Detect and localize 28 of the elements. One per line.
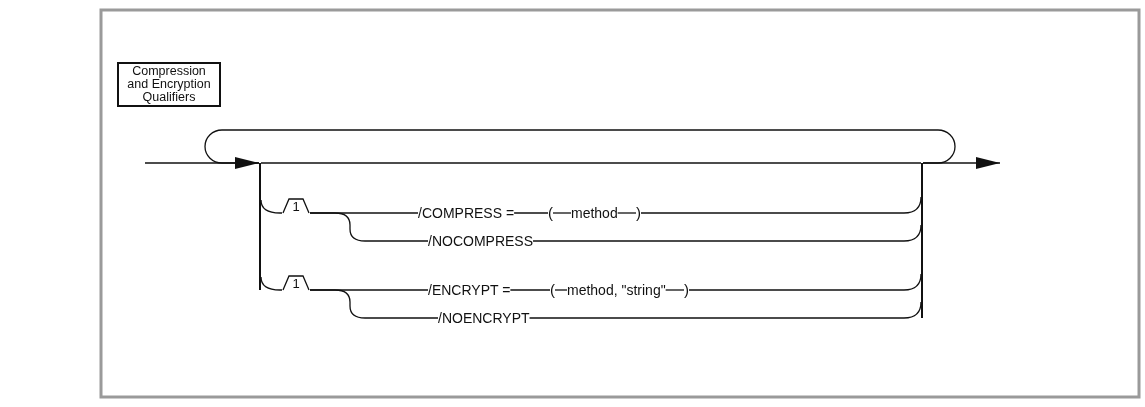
track-line xyxy=(513,212,549,214)
track-line xyxy=(532,224,922,242)
track-line xyxy=(260,162,922,164)
parenthesis: ) xyxy=(636,205,641,221)
syntax-keyword: /ENCRYPT = xyxy=(428,282,511,298)
track-line xyxy=(640,196,922,214)
track-line xyxy=(665,289,685,291)
track-line xyxy=(260,276,283,291)
track-line xyxy=(617,212,637,214)
title-box: Compression and Encryption Qualifiers xyxy=(117,61,221,107)
syntax-keyword: method, "string" xyxy=(567,282,666,298)
track-line xyxy=(204,129,956,164)
track-line xyxy=(309,289,439,319)
track-line xyxy=(688,273,922,291)
track-line xyxy=(509,289,551,291)
track-line xyxy=(260,199,283,214)
track-line xyxy=(309,212,429,242)
syntax-keyword: method xyxy=(571,205,618,221)
syntax-keyword: /NOENCRYPT xyxy=(438,310,530,326)
syntax-keyword: /NOCOMPRESS xyxy=(428,233,533,249)
parenthesis: ( xyxy=(550,282,555,298)
track-line xyxy=(554,289,568,291)
parenthesis: ) xyxy=(684,282,689,298)
syntax-keyword: /COMPRESS = xyxy=(418,205,515,221)
parenthesis: ( xyxy=(548,205,553,221)
track-line xyxy=(528,301,922,319)
track-line xyxy=(552,212,572,214)
track-line xyxy=(922,157,1001,169)
